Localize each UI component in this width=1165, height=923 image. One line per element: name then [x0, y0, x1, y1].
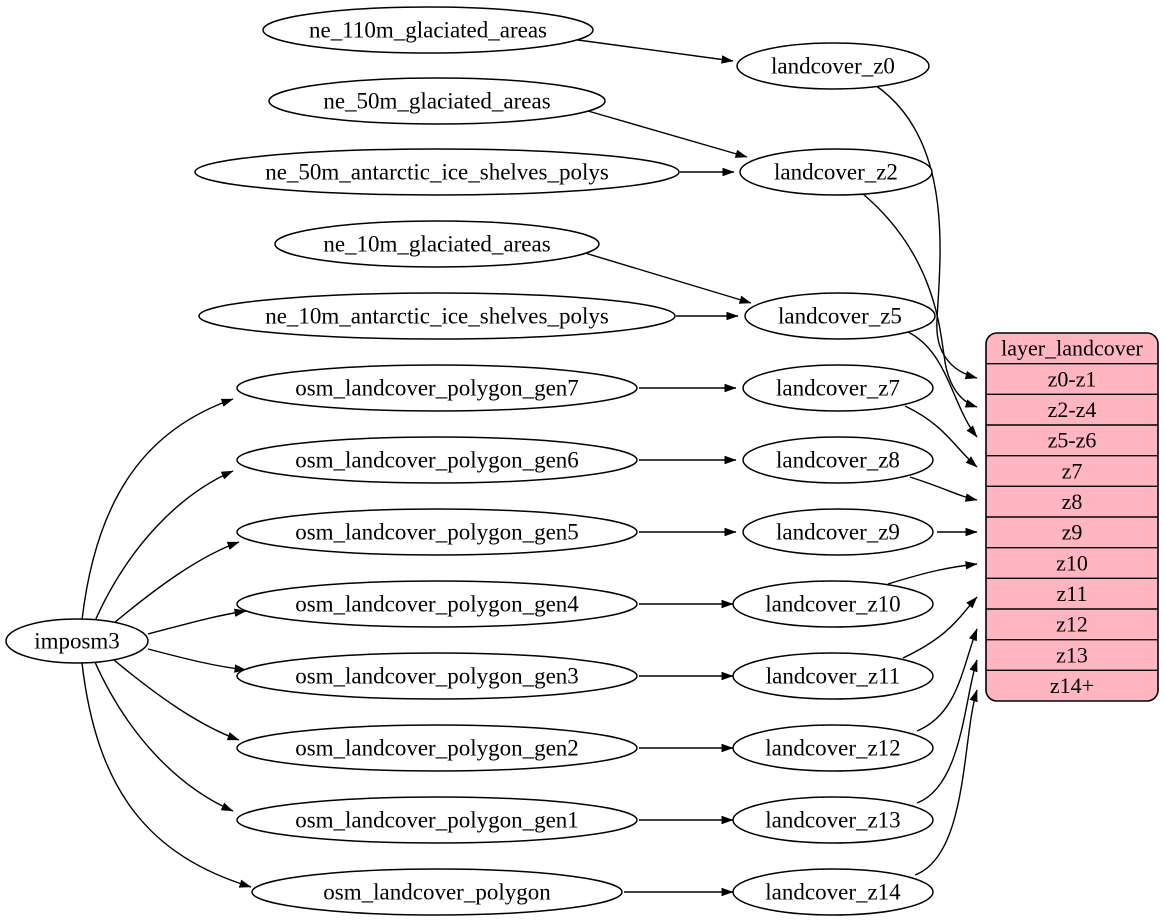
- node-ne-50m-antarctic-ice-shelves-polys: ne_50m_antarctic_ice_shelves_polys: [194, 148, 680, 196]
- edge-z10-row: [887, 561, 978, 585]
- table-row-z2-z4: z2-z4: [1048, 397, 1097, 422]
- node-landcover-z13: landcover_z13: [732, 796, 934, 844]
- node-landcover-z7-label: landcover_z7: [776, 376, 900, 401]
- edge-imposm3-gen5: [107, 541, 240, 629]
- edge-z7-row: [904, 405, 978, 468]
- edge-z11-row: [902, 596, 978, 659]
- edge-z14-row: [914, 689, 978, 876]
- node-ne-110m-glaciated-areas: ne_110m_glaciated_areas: [262, 6, 594, 54]
- table-title: layer_landcover: [1001, 336, 1143, 361]
- node-osm-landcover-polygon-gen2-label: osm_landcover_polygon_gen2: [295, 736, 579, 761]
- node-landcover-z14: landcover_z14: [732, 868, 934, 916]
- node-landcover-z11: landcover_z11: [732, 652, 934, 700]
- table-row-z5-z6: z5-z6: [1048, 428, 1097, 453]
- node-osm-landcover-polygon-gen4: osm_landcover_polygon_gen4: [236, 580, 638, 628]
- node-landcover-z14-label: landcover_z14: [765, 880, 901, 905]
- table-row-z9: z9: [1062, 520, 1083, 545]
- node-landcover-z10-label: landcover_z10: [765, 592, 900, 617]
- node-osm-landcover-polygon-gen1: osm_landcover_polygon_gen1: [236, 796, 638, 844]
- edge-ne50m-glaciated-z2: [587, 110, 748, 158]
- node-osm-landcover-polygon-gen7: osm_landcover_polygon_gen7: [236, 364, 638, 412]
- node-osm-landcover-polygon-gen3-label: osm_landcover_polygon_gen3: [295, 664, 579, 689]
- table-row-z11: z11: [1057, 581, 1088, 606]
- node-imposm3: imposm3: [5, 618, 149, 664]
- nodes: imposm3 ne_110m_glaciated_areas ne_50m_g…: [5, 6, 936, 916]
- node-osm-landcover-polygon-gen1-label: osm_landcover_polygon_gen1: [295, 808, 579, 833]
- table-row-z0-z1: z0-z1: [1048, 366, 1097, 391]
- table-row-z13: z13: [1056, 642, 1088, 667]
- node-landcover-z10: landcover_z10: [732, 580, 934, 628]
- node-osm-landcover-polygon-gen6: osm_landcover_polygon_gen6: [236, 436, 638, 484]
- node-osm-landcover-polygon: osm_landcover_polygon: [251, 868, 623, 916]
- edge-ne10m-glaciated-z5: [584, 252, 752, 304]
- edge-imposm3-polygon: [81, 662, 252, 888]
- node-osm-landcover-polygon-label: osm_landcover_polygon: [323, 880, 551, 905]
- node-landcover-z13-label: landcover_z13: [765, 808, 900, 833]
- edge-ne110m-z0: [577, 39, 734, 64]
- table-row-z10: z10: [1056, 550, 1088, 575]
- node-ne-50m-antarctic-ice-shelves-polys-label: ne_50m_antarctic_ice_shelves_polys: [265, 160, 609, 185]
- node-landcover-z0: landcover_z0: [736, 42, 930, 90]
- table-row-z8: z8: [1062, 489, 1083, 514]
- node-landcover-z12-label: landcover_z12: [765, 736, 900, 761]
- node-landcover-z5: landcover_z5: [744, 292, 936, 340]
- node-landcover-z8: landcover_z8: [742, 436, 934, 484]
- node-landcover-z7: landcover_z7: [742, 364, 934, 412]
- node-imposm3-label: imposm3: [34, 629, 120, 654]
- node-ne-10m-glaciated-areas: ne_10m_glaciated_areas: [274, 220, 600, 268]
- node-landcover-z8-label: landcover_z8: [776, 448, 900, 473]
- edge-z0-row: [874, 84, 978, 380]
- node-ne-110m-glaciated-areas-label: ne_110m_glaciated_areas: [309, 18, 547, 43]
- edge-imposm3-gen7: [81, 398, 234, 621]
- node-ne-10m-glaciated-areas-label: ne_10m_glaciated_areas: [323, 232, 550, 257]
- layer-landcover-table: layer_landcover z0-z1 z2-z4 z5-z6 z7 z8 …: [985, 332, 1159, 702]
- node-landcover-z12: landcover_z12: [732, 724, 934, 772]
- node-osm-landcover-polygon-gen6-label: osm_landcover_polygon_gen6: [295, 448, 579, 473]
- node-ne-10m-antarctic-ice-shelves-polys: ne_10m_antarctic_ice_shelves_polys: [198, 292, 676, 340]
- edge-imposm3-gen4: [147, 608, 247, 635]
- node-landcover-z9-label: landcover_z9: [776, 520, 900, 545]
- table-row-z12: z12: [1056, 612, 1088, 637]
- edges: [81, 39, 978, 897]
- edge-z13-row: [916, 659, 978, 804]
- node-osm-landcover-polygon-gen2: osm_landcover_polygon_gen2: [236, 724, 638, 772]
- node-osm-landcover-polygon-gen5: osm_landcover_polygon_gen5: [236, 508, 638, 556]
- node-landcover-z0-label: landcover_z0: [771, 54, 895, 79]
- node-landcover-z5-label: landcover_z5: [778, 304, 902, 329]
- node-landcover-z11-label: landcover_z11: [766, 664, 901, 689]
- edge-imposm3-gen3: [147, 648, 247, 673]
- node-landcover-z2: landcover_z2: [739, 148, 933, 196]
- table-row-z7: z7: [1062, 458, 1083, 483]
- node-ne-10m-antarctic-ice-shelves-polys-label: ne_10m_antarctic_ice_shelves_polys: [265, 304, 609, 329]
- edge-imposm3-gen6: [93, 470, 234, 624]
- node-osm-landcover-polygon-gen3: osm_landcover_polygon_gen3: [236, 652, 638, 700]
- edge-z8-row: [909, 476, 978, 502]
- edge-z12-row: [916, 628, 978, 732]
- edge-z2-row: [862, 193, 978, 408]
- node-ne-50m-glaciated-areas: ne_50m_glaciated_areas: [268, 77, 606, 125]
- edge-z5-row: [907, 331, 978, 438]
- node-landcover-z9: landcover_z9: [742, 508, 934, 556]
- node-osm-landcover-polygon-gen7-label: osm_landcover_polygon_gen7: [295, 376, 579, 401]
- edge-imposm3-gen1: [93, 659, 234, 812]
- table-row-z14plus: z14+: [1050, 673, 1094, 698]
- node-ne-50m-glaciated-areas-label: ne_50m_glaciated_areas: [323, 89, 550, 114]
- node-osm-landcover-polygon-gen5-label: osm_landcover_polygon_gen5: [295, 520, 579, 545]
- node-osm-landcover-polygon-gen4-label: osm_landcover_polygon_gen4: [295, 592, 579, 617]
- edge-imposm3-gen2: [107, 654, 240, 741]
- node-landcover-z2-label: landcover_z2: [774, 160, 898, 185]
